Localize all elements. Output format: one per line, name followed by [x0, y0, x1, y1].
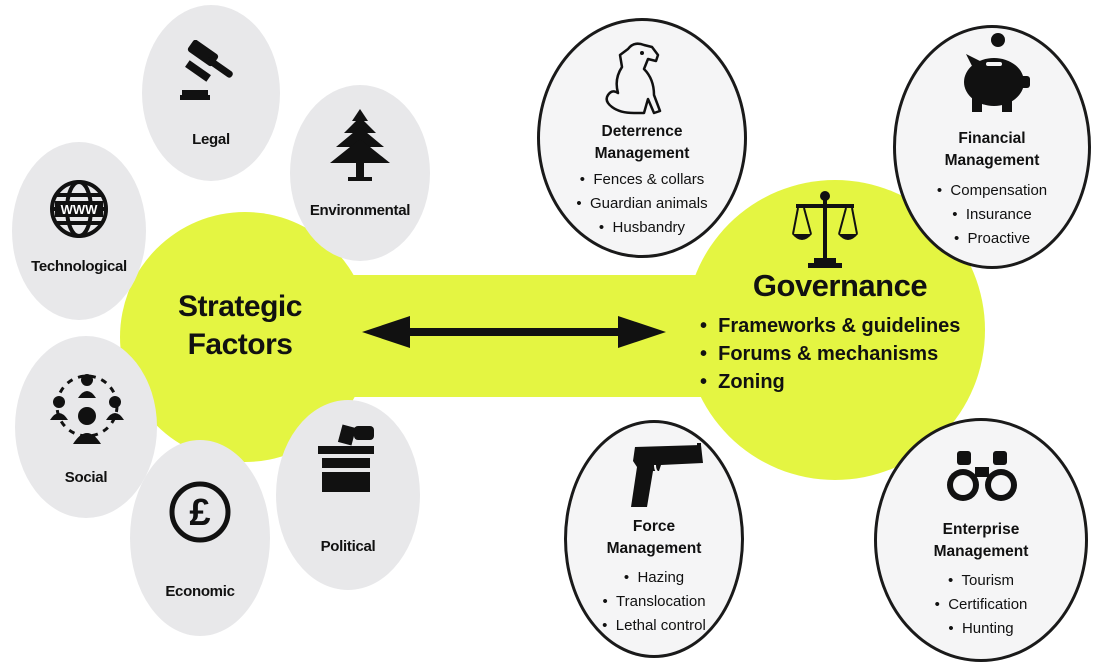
enterprise-title-line2: Management: [933, 543, 1029, 560]
deterrence-list: Fences & collars Guardian animals Husban…: [540, 168, 744, 240]
gavel-icon: [180, 40, 233, 100]
force-title-line2: Management: [606, 540, 702, 557]
force-title: Force Management: [567, 516, 741, 560]
strategic-factors-title: Strategic Factors: [150, 288, 330, 364]
force-item: Translocation: [567, 590, 741, 614]
enterprise-item: Certification: [877, 593, 1085, 617]
strategic-blob: [120, 212, 370, 462]
factor-technological: WWW Technological: [12, 142, 146, 320]
strategic-title-line1: Strategic: [178, 290, 302, 323]
financial-title-line2: Management: [944, 152, 1040, 169]
factor-social: Social: [15, 336, 157, 518]
binoculars-icon: [947, 451, 1017, 501]
governance-item: Forums & mechanisms: [700, 340, 960, 368]
deterrence-item: Guardian animals: [540, 192, 744, 216]
factor-political: Political: [276, 400, 420, 590]
economic-label: Economic: [165, 583, 235, 600]
scales-icon: [792, 191, 858, 268]
enterprise-title-line1: Enterprise: [942, 521, 1020, 538]
force-management-circle: Force Management Hazing Translocation Le…: [564, 420, 744, 658]
factor-economic: £ Economic: [130, 440, 270, 636]
deterrence-title: Deterrence Management: [540, 121, 744, 165]
enterprise-title: Enterprise Management: [877, 519, 1085, 563]
legal-label: Legal: [192, 131, 230, 148]
governance-list: Frameworks & guidelines Forums & mechani…: [700, 312, 960, 396]
factor-environmental: Environmental: [290, 85, 430, 261]
financial-title: Financial Management: [896, 128, 1088, 172]
financial-item: Proactive: [896, 227, 1088, 251]
enterprise-management-circle: Enterprise Management Tourism Certificat…: [874, 418, 1088, 662]
environmental-label: Environmental: [309, 202, 411, 219]
svg-text:WWW: WWW: [61, 202, 99, 217]
force-title-line1: Force: [632, 518, 676, 535]
piggy-bank-icon: [964, 33, 1030, 112]
deterrence-title-line2: Management: [594, 145, 690, 162]
enterprise-item: Tourism: [877, 569, 1085, 593]
www-globe-icon: WWW: [50, 180, 108, 238]
political-label: Political: [320, 538, 376, 555]
financial-list: Compensation Insurance Proactive: [896, 179, 1088, 251]
pistol-icon: [631, 443, 703, 507]
svg-text:£: £: [189, 492, 210, 534]
financial-item: Insurance: [896, 203, 1088, 227]
financial-management-circle: Financial Management Compensation Insura…: [893, 25, 1091, 269]
factor-legal: Legal: [142, 5, 280, 181]
financial-item: Compensation: [896, 179, 1088, 203]
financial-title-line1: Financial: [958, 130, 1026, 147]
governance-item: Frameworks & guidelines: [700, 312, 960, 340]
governance-title: Governance: [752, 268, 928, 303]
social-label: Social: [64, 469, 108, 486]
double-arrow: [362, 316, 666, 348]
pound-sign-icon: £: [169, 481, 231, 543]
deterrence-management-circle: Deterrence Management Fences & collars G…: [537, 18, 747, 258]
ballot-box-icon: [318, 424, 374, 492]
governance-item: Zoning: [700, 368, 960, 396]
force-item: Lethal control: [567, 614, 741, 638]
force-item: Hazing: [567, 566, 741, 590]
deterrence-title-line1: Deterrence: [601, 123, 683, 140]
cedar-tree-icon: [330, 109, 390, 181]
enterprise-list: Tourism Certification Hunting: [877, 569, 1085, 641]
strategic-title-line2: Factors: [187, 328, 293, 361]
force-list: Hazing Translocation Lethal control: [567, 566, 741, 638]
enterprise-item: Hunting: [877, 617, 1085, 641]
people-network-icon: [50, 374, 124, 444]
deterrence-item: Fences & collars: [540, 168, 744, 192]
dog-icon: [605, 42, 662, 115]
technological-label: Technological: [31, 258, 127, 275]
deterrence-item: Husbandry: [540, 216, 744, 240]
